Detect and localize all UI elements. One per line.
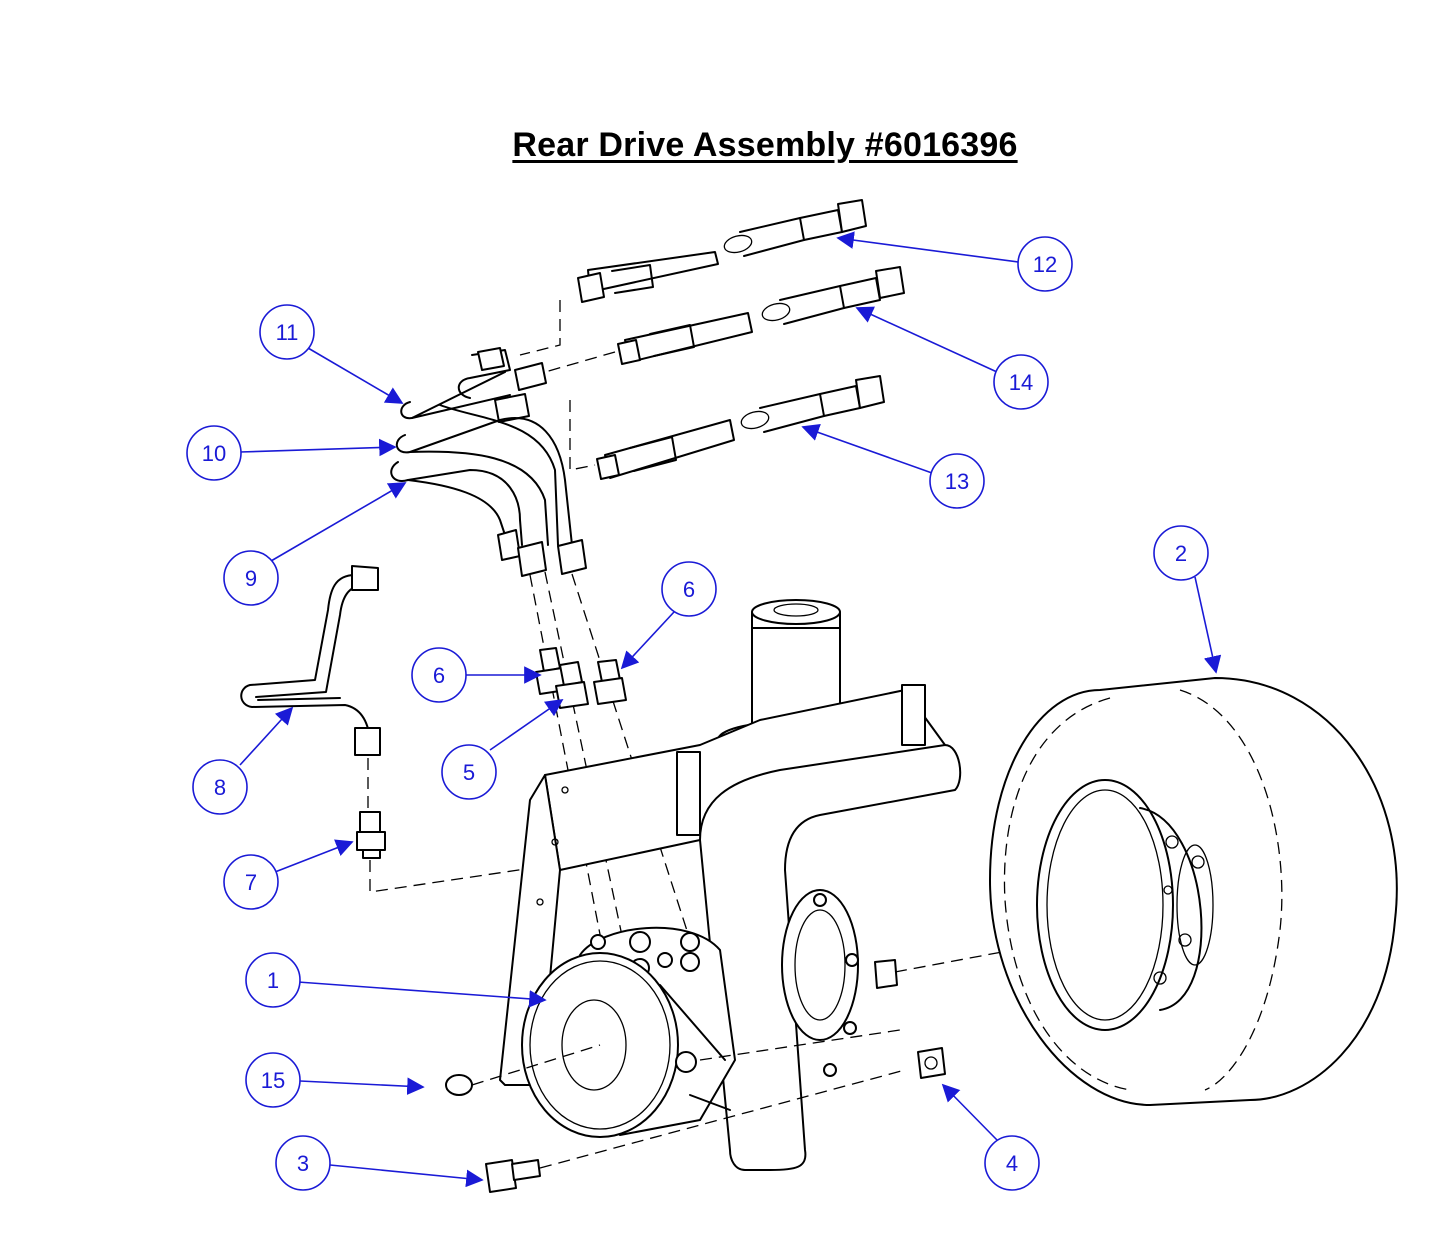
fork-arm — [699, 744, 962, 1171]
callout-7: 7 — [223, 854, 279, 910]
bolt-3-shank — [511, 1159, 541, 1181]
hub — [781, 889, 859, 1041]
hydraulic-hoses — [519, 199, 905, 480]
callout-6-left: 6 — [411, 647, 467, 703]
callout-2-label: 2 — [1175, 541, 1187, 566]
nut-4 — [917, 1047, 946, 1079]
hose-13-back — [759, 393, 825, 433]
wheel — [989, 677, 1398, 1106]
callout-4: 4 — [984, 1135, 1040, 1191]
hose-12-cut — [723, 234, 753, 254]
callout-3-label: 3 — [297, 1151, 309, 1176]
callout-3: 3 — [275, 1135, 331, 1191]
fittings-5-6 — [535, 647, 627, 709]
callout-4-label: 4 — [1006, 1151, 1018, 1176]
hose-12-back — [739, 217, 805, 257]
callout-6-right: 6 — [661, 561, 717, 617]
hose-13-ferrule — [629, 436, 677, 472]
fitting-7-hex — [356, 831, 386, 851]
callout-7-label: 7 — [245, 870, 257, 895]
tube-8-nut-top — [351, 565, 379, 591]
hose-14-front — [624, 312, 753, 363]
callout-12-label: 12 — [1033, 252, 1057, 277]
hose-13-nut-right — [855, 375, 885, 409]
hydraulic-tubes — [390, 347, 691, 961]
callout-6-left-label: 6 — [433, 663, 445, 688]
callout-11: 11 — [259, 304, 315, 360]
hose-12-nut-left — [577, 272, 605, 303]
callout-6-right-label: 6 — [683, 577, 695, 602]
cap-15 — [445, 1074, 473, 1096]
callout-9-label: 9 — [245, 566, 257, 591]
callouts: 1 2 3 4 5 6 6 7 8 9 10 11 12 13 14 15 — [186, 231, 1222, 1191]
hose-14-back — [779, 285, 845, 325]
hose-13-fitting-left — [596, 454, 620, 480]
callout-12: 12 — [1017, 236, 1073, 292]
hose-12-ferrule — [611, 264, 654, 294]
tube-8-nut-bottom — [354, 727, 381, 756]
callout-14-label: 14 — [1009, 370, 1033, 395]
tube-8-assembly — [240, 565, 621, 893]
hose-14-fitting-left — [617, 339, 641, 365]
callout-1: 1 — [245, 952, 301, 1008]
callout-11-label: 11 — [276, 320, 299, 345]
callout-8: 8 — [192, 759, 248, 815]
tube-9-nut — [494, 393, 530, 423]
callout-9: 9 — [223, 550, 279, 606]
hose-14-ferrule-right — [839, 277, 881, 309]
fitting-7-top — [359, 811, 381, 833]
callout-14: 14 — [993, 354, 1049, 410]
callout-5-label: 5 — [463, 760, 475, 785]
hose-13-ferrule-right — [819, 385, 861, 417]
callout-15: 15 — [245, 1052, 301, 1108]
callout-5: 5 — [441, 744, 497, 800]
hose-12-ferrule-right — [799, 209, 843, 241]
wheel-hub-opening — [1036, 779, 1174, 1031]
callout-2: 2 — [1153, 525, 1209, 581]
callout-10: 10 — [186, 425, 242, 481]
hydraulic-motor — [521, 926, 736, 1138]
callout-15-label: 15 — [261, 1068, 285, 1093]
hose-13-front — [604, 419, 735, 479]
hose-14-cut — [761, 302, 791, 322]
tube-11-top — [457, 349, 511, 399]
tube-10-nut — [514, 362, 547, 391]
tube-11-nut — [477, 347, 505, 371]
hose-12-nut-right — [837, 199, 867, 233]
hose-13-cut — [740, 410, 770, 430]
small-parts — [445, 1029, 946, 1193]
callout-10-label: 10 — [202, 441, 226, 466]
hose-14-nut-right — [875, 266, 905, 299]
hose-14-ferrule — [649, 324, 695, 357]
diagram-title: Rear Drive Assembly #6016396 — [512, 126, 1018, 164]
callout-8-label: 8 — [214, 775, 226, 800]
callout-13-label: 13 — [945, 469, 969, 494]
bolt-3-head — [485, 1159, 517, 1193]
callout-13: 13 — [929, 453, 985, 509]
callout-1-label: 1 — [267, 968, 279, 993]
